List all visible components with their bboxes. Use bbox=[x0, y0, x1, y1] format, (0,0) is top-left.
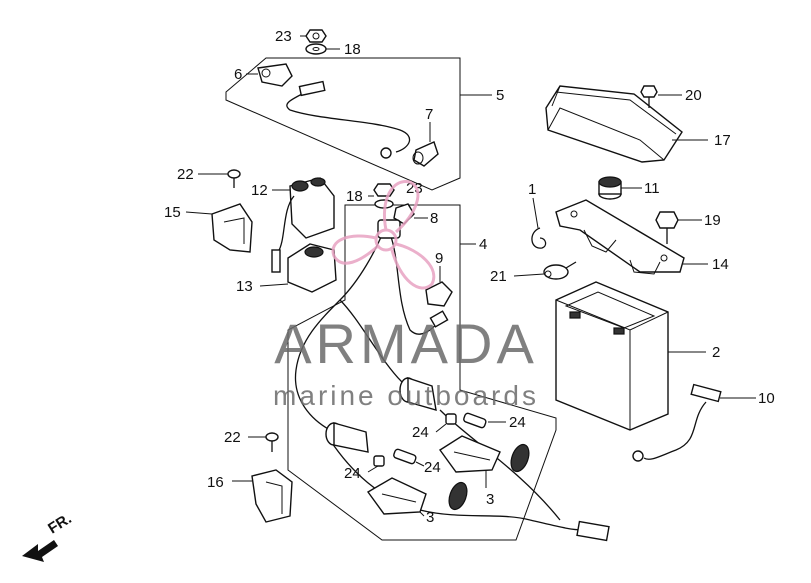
callout-10: 10 bbox=[758, 390, 775, 407]
leader-lines bbox=[185, 35, 756, 517]
callout-16: 16 bbox=[207, 474, 224, 491]
callout-15: 15 bbox=[164, 204, 181, 221]
callout-18-middle: 18 bbox=[346, 188, 363, 205]
watermark-logo-icon bbox=[331, 180, 436, 290]
fuse-holder-lower bbox=[325, 422, 369, 453]
fuse-box-3-upper bbox=[438, 435, 530, 473]
fuse-holder-upper bbox=[399, 377, 437, 411]
callout-6: 6 bbox=[234, 66, 242, 83]
callout-11: 11 bbox=[644, 180, 660, 197]
callout-22-top: 22 bbox=[177, 166, 194, 183]
bolt-19 bbox=[655, 211, 679, 244]
battery-tray-14 bbox=[555, 199, 685, 275]
battery-cover-17 bbox=[545, 85, 683, 163]
starter-relay-12 bbox=[271, 177, 335, 273]
cover-9 bbox=[425, 281, 453, 307]
callout-5: 5 bbox=[496, 87, 504, 104]
callout-8: 8 bbox=[430, 210, 438, 227]
callout-20: 20 bbox=[685, 87, 702, 104]
screw-22-lower bbox=[265, 432, 279, 452]
callout-22-lower: 22 bbox=[224, 429, 241, 446]
watermark: ARMADA marine outboards bbox=[273, 180, 539, 411]
front-direction-arrow bbox=[22, 540, 58, 562]
screw-22-top bbox=[227, 169, 241, 188]
callout-23-top: 23 bbox=[275, 28, 292, 45]
callout-13: 13 bbox=[236, 278, 253, 295]
cable-10 bbox=[632, 383, 722, 462]
terminal-boot-7 bbox=[412, 141, 439, 167]
callout-1: 1 bbox=[528, 181, 536, 198]
callout-4: 4 bbox=[479, 236, 487, 253]
clip-1 bbox=[531, 227, 547, 249]
group-5-frame bbox=[225, 57, 461, 191]
band-21 bbox=[543, 261, 577, 280]
callout-2: 2 bbox=[712, 344, 720, 361]
bracket-15 bbox=[211, 203, 253, 253]
watermark-brand: ARMADA bbox=[274, 312, 538, 375]
group-4-frame bbox=[287, 204, 557, 541]
callout-numbers: 23 18 6 5 7 20 17 11 19 14 1 21 2 10 22 … bbox=[45, 28, 775, 537]
callout-14: 14 bbox=[712, 256, 729, 273]
callout-19: 19 bbox=[704, 212, 721, 229]
callout-24-a: 24 bbox=[509, 414, 526, 431]
front-direction-label: FR. bbox=[45, 510, 75, 537]
fuse-24-c bbox=[393, 448, 417, 465]
terminal-cover-6 bbox=[257, 63, 293, 87]
callout-24-c: 24 bbox=[344, 465, 361, 482]
cushion-11 bbox=[598, 176, 622, 200]
callout-3-upper: 3 bbox=[486, 491, 494, 508]
bolt-20 bbox=[640, 85, 658, 108]
callout-24-d: 24 bbox=[424, 459, 441, 476]
battery-2 bbox=[555, 281, 669, 431]
cable-5 bbox=[286, 80, 411, 159]
callout-21: 21 bbox=[490, 268, 507, 285]
callout-18-top: 18 bbox=[344, 41, 361, 58]
fuse-24-a bbox=[463, 412, 487, 429]
fuse-24-b bbox=[445, 413, 457, 425]
callout-9: 9 bbox=[435, 250, 443, 267]
fuse-24-d bbox=[373, 455, 385, 467]
bracket-16 bbox=[251, 469, 293, 523]
callout-3-lower: 3 bbox=[426, 509, 434, 526]
callout-17: 17 bbox=[714, 132, 731, 149]
callout-7: 7 bbox=[425, 106, 433, 123]
nut-23-top bbox=[305, 29, 327, 43]
callout-24-b: 24 bbox=[412, 424, 429, 441]
relay-rubber-13 bbox=[287, 243, 337, 293]
fuse-box-3-lower bbox=[366, 477, 468, 515]
watermark-tagline: marine outboards bbox=[273, 380, 539, 411]
callout-12: 12 bbox=[251, 182, 268, 199]
washer-18-top bbox=[305, 43, 327, 55]
